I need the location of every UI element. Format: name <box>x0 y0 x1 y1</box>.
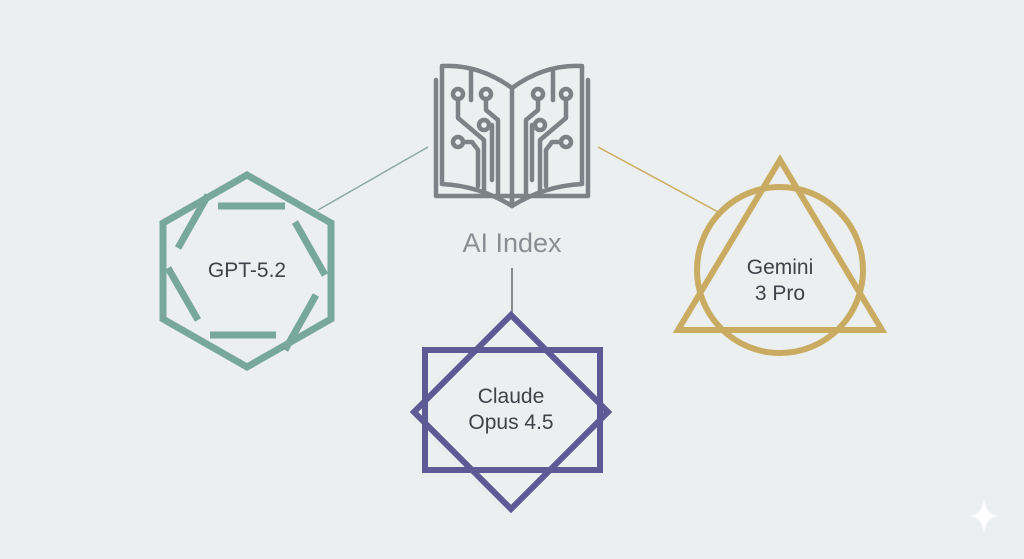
triangle-circle-shape <box>672 154 888 356</box>
connector-gpt <box>317 146 429 211</box>
square-star-shape <box>409 310 613 514</box>
hexagon-shape <box>159 170 335 372</box>
node-label-gemini-line2: 3 Pro <box>754 282 806 305</box>
circuit-book-icon <box>433 63 591 209</box>
connector-gemini <box>597 146 721 214</box>
node-label-gemini-line1: Gemini <box>746 256 814 279</box>
node-label-claude: Claude Opus 4.5 <box>431 384 591 436</box>
node-label-claude-line2: Opus 4.5 <box>468 411 554 434</box>
center-label: AI Index <box>462 228 562 258</box>
node-label-gpt: GPT-5.2 <box>207 259 287 282</box>
node-label-claude-line1: Claude <box>477 385 545 408</box>
sparkle-icon <box>970 500 998 532</box>
node-label-gemini: Gemini 3 Pro <box>700 255 860 307</box>
